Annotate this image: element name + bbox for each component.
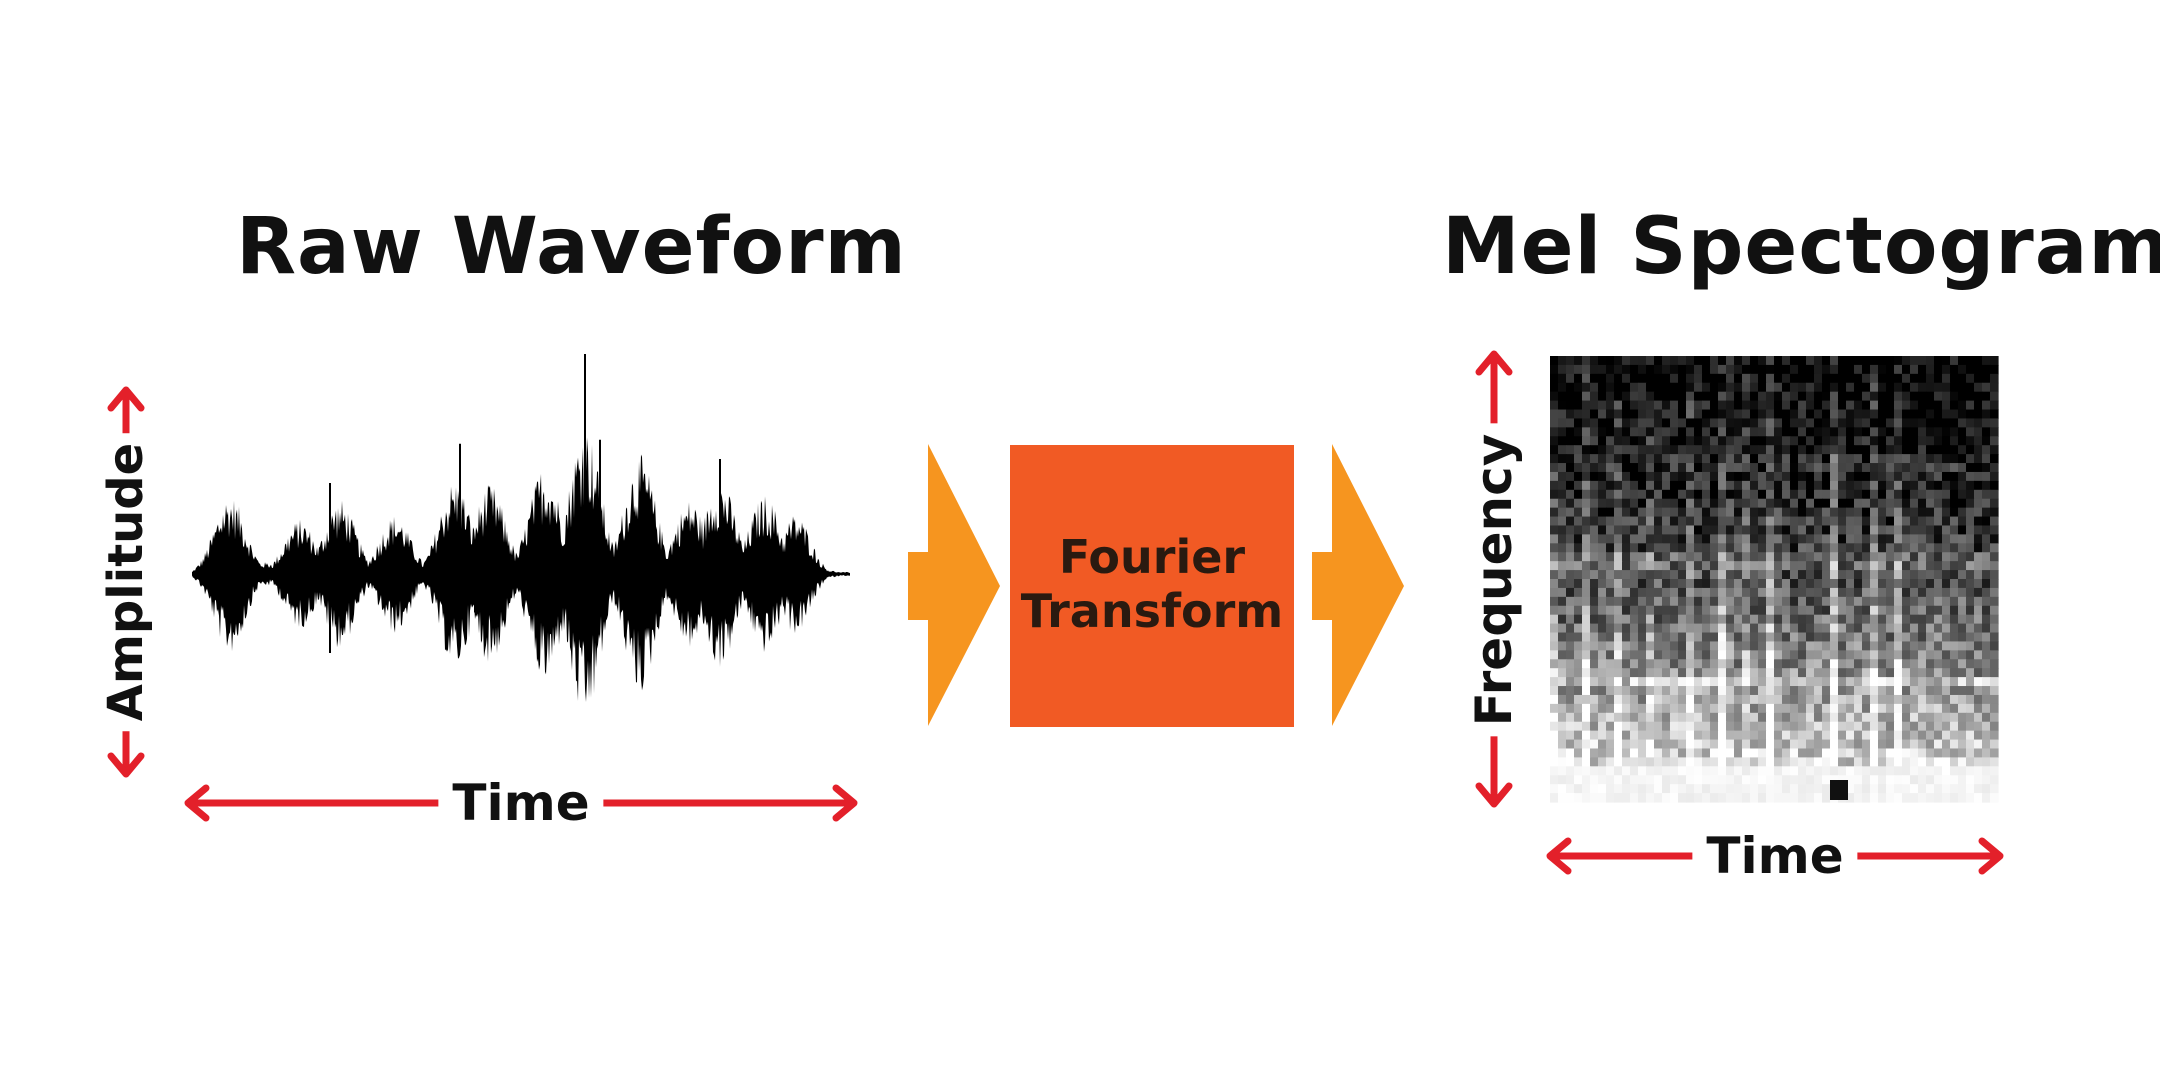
mel-spectrogram-image [1550, 356, 1999, 803]
fourier-transform-line-2: Transform [1020, 584, 1284, 638]
fourier-transform-box [1010, 445, 1294, 727]
amplitude-label: Amplitude [98, 432, 154, 732]
waveform-time-label: Time [438, 774, 604, 832]
flow-arrow-left [908, 444, 1000, 726]
frequency-label: Frequency [1465, 423, 1523, 737]
spectrogram-dark-block [1830, 780, 1848, 800]
fourier-transform-line-1: Fourier [1058, 530, 1246, 584]
spectrogram-time-label: Time [1692, 827, 1858, 885]
fourier-transform-label: Fourier Transform [1010, 530, 1294, 638]
raw-waveform-plot [192, 354, 850, 702]
raw-waveform-title: Raw Waveform [236, 202, 907, 292]
mel-spectrogram-title: Mel Spectogram [1442, 202, 2160, 292]
flow-arrow-right [1312, 444, 1404, 726]
waveform-shape [192, 437, 850, 702]
